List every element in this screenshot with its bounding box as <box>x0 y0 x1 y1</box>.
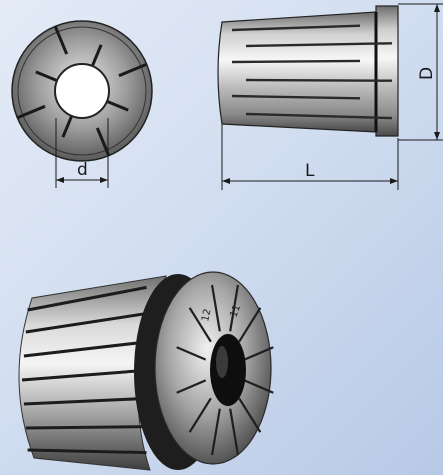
bore-arrow-left <box>56 177 64 183</box>
collet-side-view: D L <box>217 3 443 190</box>
side-slot <box>231 24 361 32</box>
side-slot <box>231 59 361 64</box>
photo-face-slot <box>188 397 212 433</box>
face-slot <box>118 62 148 78</box>
side-slot <box>245 42 393 48</box>
length-arrow-right <box>390 178 398 184</box>
length-label: L <box>305 161 315 181</box>
collet-photo: 12 11 <box>18 271 274 471</box>
collet-marking-11: 11 <box>228 303 243 319</box>
length-arrow-left <box>222 178 230 184</box>
side-slot <box>231 94 361 100</box>
photo-face-slot <box>229 284 240 332</box>
collet-photo-bore-shine <box>216 346 228 378</box>
diameter-arrow-top <box>434 4 440 12</box>
face-slot <box>95 127 111 157</box>
face-slot <box>53 25 69 55</box>
collet-side-slots <box>231 24 393 120</box>
photo-slot <box>25 311 148 334</box>
photo-face-slot <box>188 307 212 343</box>
collet-photo-bore <box>210 334 246 406</box>
collet-photo-slots <box>21 285 151 455</box>
face-slot <box>35 70 58 83</box>
photo-slot <box>27 448 147 455</box>
photo-face-slot <box>176 379 207 394</box>
photo-face-slot <box>176 346 207 361</box>
collet-photo-face-slots <box>176 284 274 456</box>
bore-diameter-label: d <box>77 160 88 180</box>
bore-arrow-right <box>100 177 108 183</box>
collet-side-body <box>217 11 377 133</box>
photo-slot <box>23 340 149 358</box>
collet-bore <box>54 63 110 119</box>
photo-slot <box>27 285 147 312</box>
diameter-label: D <box>417 67 437 80</box>
photo-face-slot <box>243 346 274 361</box>
collet-face-ring <box>17 26 147 156</box>
collet-side-head <box>375 5 399 137</box>
photo-slot <box>23 396 149 406</box>
side-slot <box>245 78 393 82</box>
side-slot <box>245 112 393 120</box>
photo-face-slot <box>238 307 262 343</box>
photo-slot <box>25 425 148 430</box>
photo-slot <box>21 368 151 382</box>
photo-face-slot <box>210 408 221 456</box>
photo-face-slot <box>229 408 240 456</box>
face-slot <box>61 115 74 138</box>
collet-front-view: d <box>11 20 153 188</box>
collet-face-slots <box>16 25 148 157</box>
face-slot <box>90 44 103 67</box>
photo-face-slot <box>243 379 274 394</box>
face-slot <box>16 104 46 120</box>
diameter-arrow-bottom <box>434 132 440 140</box>
face-slot <box>106 99 129 112</box>
photo-face-slot <box>210 284 221 332</box>
collet-marking-12: 12 <box>200 308 213 323</box>
photo-face-slot <box>238 397 262 433</box>
